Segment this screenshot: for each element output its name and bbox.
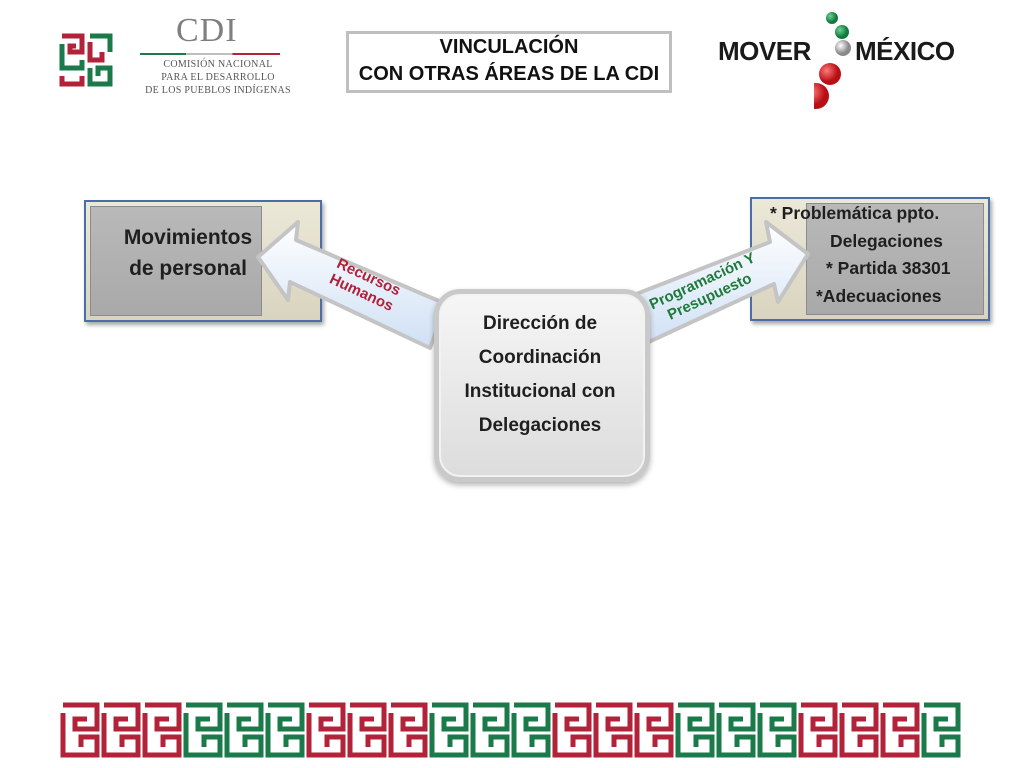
fret-tile (596, 705, 630, 755)
fret-tile (555, 705, 589, 755)
page-title-line-2: CON OTRAS ÁREAS DE LA CDI (358, 63, 660, 85)
right-box-line-1: * Problemática ppto. (770, 203, 940, 223)
center-box-line-1: Dirección de (482, 313, 598, 334)
center-box-label: Dirección de Coordinación Institucional … (440, 307, 640, 443)
cdi-logo: CDI COMISIÓN NACIONAL PARA EL DESARROLLO… (58, 12, 291, 102)
left-box-label: Movimientos de personal (98, 222, 278, 284)
cdi-wordmark: CDI (176, 12, 238, 49)
right-box-line-2: Delegaciones (830, 230, 943, 251)
page-title: VINCULACIÓN CON OTRAS ÁREAS DE LA CDI (346, 31, 672, 93)
fret-tile (514, 705, 548, 755)
right-box-label: * Problemática ppto. Delegaciones * Part… (760, 200, 980, 310)
fret-tile (473, 705, 507, 755)
fret-tile (186, 705, 220, 755)
fret-tile (350, 705, 384, 755)
left-arrow-icon (256, 220, 448, 350)
center-box (434, 289, 650, 482)
right-box-line-3: * Partida 38301 (826, 258, 951, 278)
mover-mexico-logo: MOVER MÉXICO (718, 8, 978, 118)
center-box-line-4: Delegaciones (478, 415, 602, 436)
fret-tile (104, 705, 138, 755)
center-box-line-2: Coordinación (478, 347, 602, 368)
cdi-subtitle-line-3: DE LOS PUEBLOS INDÍGENAS (145, 85, 291, 96)
right-arrow-icon (624, 220, 810, 348)
left-box-panel (90, 206, 262, 316)
fret-tile (309, 705, 343, 755)
center-box-line-3: Institucional con (464, 381, 616, 402)
fret-tile (924, 705, 958, 755)
cdi-tricolor-rule (140, 53, 280, 55)
fret-tile (391, 705, 425, 755)
fret-tile (268, 705, 302, 755)
fret-tile (678, 705, 712, 755)
right-box-panel (806, 203, 984, 315)
fret-tile (801, 705, 835, 755)
fret-tile (719, 705, 753, 755)
fret-tile (63, 705, 97, 755)
right-box-line-4: *Adecuaciones (816, 285, 942, 306)
fret-tile (432, 705, 466, 755)
left-box-line-2: de personal (129, 257, 247, 280)
mover-mexico-dots-icon (814, 12, 851, 109)
mexico-word: MÉXICO (855, 36, 955, 66)
mover-word: MOVER (718, 36, 811, 66)
fret-tile (637, 705, 671, 755)
fret-tile (842, 705, 876, 755)
fret-tile (227, 705, 261, 755)
cdi-subtitle-line-2: PARA EL DESARROLLO (161, 72, 275, 83)
left-box-line-1: Movimientos (123, 226, 253, 249)
greek-fret-border-icon (60, 700, 964, 760)
fret-tile (883, 705, 917, 755)
fret-tile (760, 705, 794, 755)
page-title-line-1: VINCULACIÓN (439, 36, 579, 58)
fret-tile (145, 705, 179, 755)
cdi-glyph-icon (59, 33, 113, 87)
cdi-subtitle-line-1: COMISIÓN NACIONAL (163, 59, 273, 70)
